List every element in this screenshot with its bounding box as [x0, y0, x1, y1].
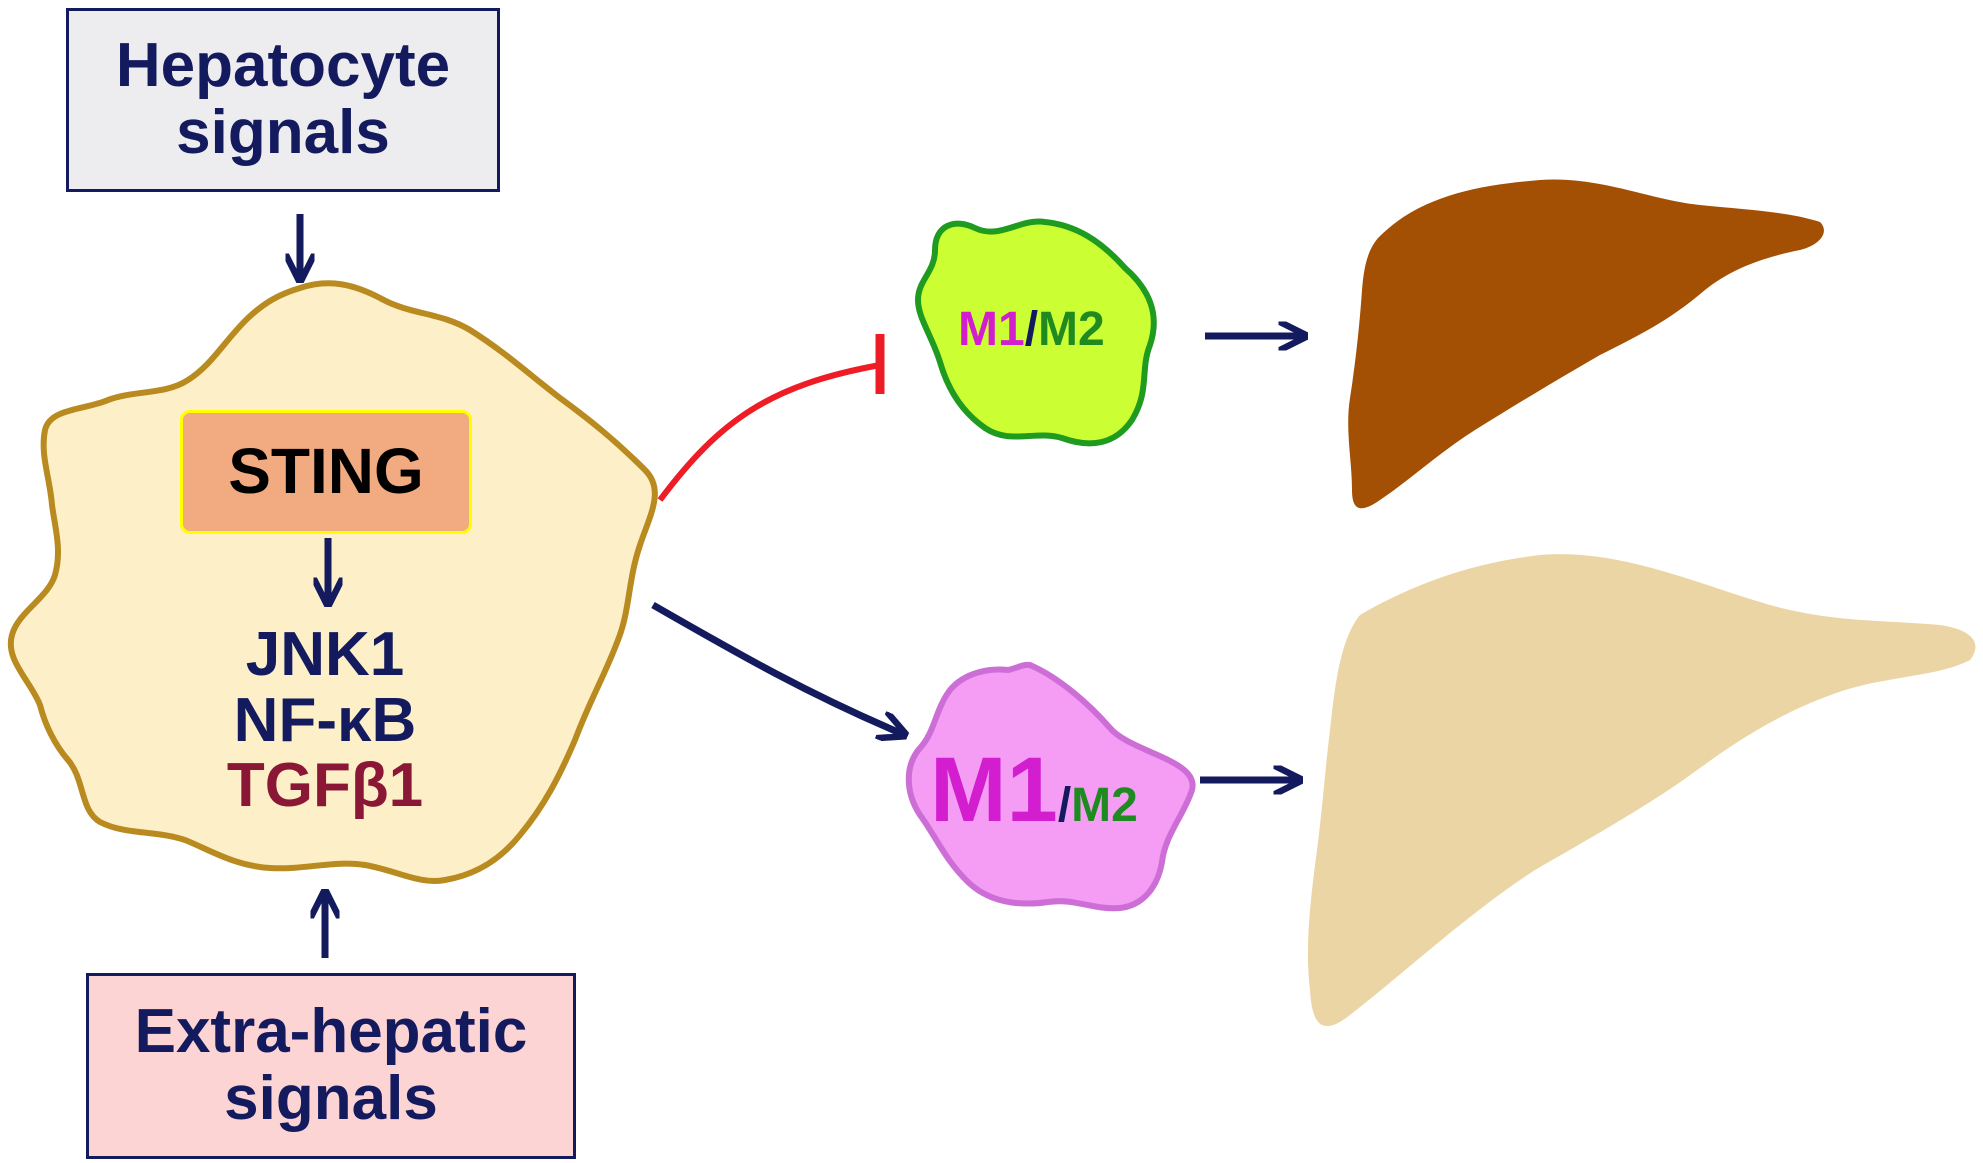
activation-arrow	[651, 601, 905, 735]
sting-box: STING	[180, 410, 472, 534]
liver-dark	[1348, 179, 1824, 509]
macrophage-bottom-label: M1/M2	[930, 738, 1138, 843]
sting-label: STING	[228, 435, 424, 508]
m2-bottom-label: M2	[1071, 779, 1138, 832]
tgfb1-label: TGFβ1	[226, 751, 424, 821]
hepatocyte-signals-line2: signals	[176, 98, 390, 167]
nfkb-label: NF-κB	[233, 685, 417, 755]
hepatocyte-signals-line1: Hepatocyte	[115, 31, 451, 101]
liver-light	[1307, 554, 1976, 1027]
jnk1-label: JNK1	[245, 620, 405, 689]
m1-bottom-label: M1	[930, 739, 1058, 841]
slash-bottom: /	[1057, 779, 1072, 832]
m2-top-label: M2	[1038, 303, 1105, 356]
extrahepatic-signals-line1: Extra-hepatic	[134, 997, 528, 1067]
m1-top-label: M1	[958, 303, 1025, 356]
slash-top: /	[1024, 303, 1039, 356]
macrophage-top-label: M1/M2	[958, 302, 1105, 357]
extrahepatic-signals-line2: signals	[224, 1064, 438, 1133]
extrahepatic-signals-box: Extra-hepatic signals	[86, 973, 576, 1159]
macrophage-top	[915, 218, 1157, 447]
macrophage-bottom	[905, 661, 1196, 912]
downstream-signals: JNK1 NF-κB TGFβ1	[190, 622, 460, 819]
inhibition-line	[657, 362, 881, 502]
hepatocyte-signals-box: Hepatocyte signals	[66, 8, 500, 192]
